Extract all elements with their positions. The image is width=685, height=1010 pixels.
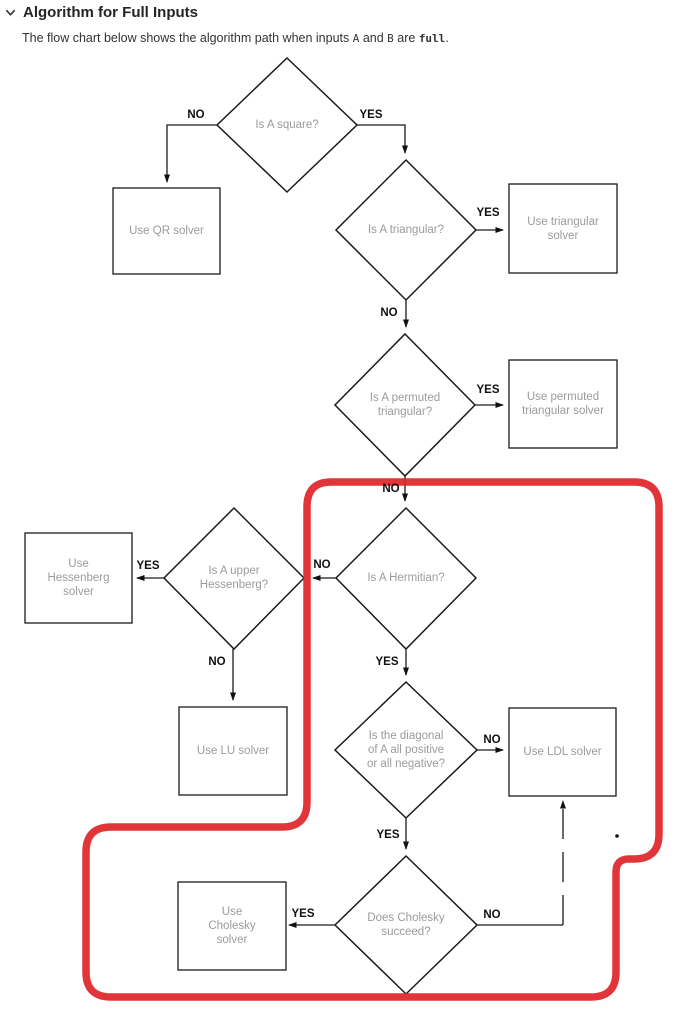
box-lu-shape xyxy=(178,706,288,796)
intro-part4: . xyxy=(445,31,449,45)
chevron-down-icon xyxy=(6,9,15,16)
diamond-permuted-shape xyxy=(333,332,477,478)
box-ldl-shape xyxy=(508,707,617,797)
intro-part1: The flow chart below shows the algorithm… xyxy=(22,31,353,45)
red-highlight-annotation xyxy=(82,478,663,1001)
section-title: Algorithm for Full Inputs xyxy=(23,4,198,21)
box-qr-shape xyxy=(112,187,221,275)
connector-square-yes xyxy=(357,124,408,154)
intro-text: The flow chart below shows the algorithm… xyxy=(22,31,449,45)
box-permuted-shape xyxy=(508,359,618,449)
diamond-diagonal-shape xyxy=(333,680,479,820)
box-cholesky-shape xyxy=(177,881,287,971)
diamond-hessenberg-shape xyxy=(162,506,306,651)
box-hessenberg-shape xyxy=(24,532,133,624)
box-triangular-shape xyxy=(508,183,618,274)
intro-part3: are xyxy=(393,31,419,45)
diamond-triangular-shape xyxy=(334,158,478,302)
diamond-hermitian-shape xyxy=(334,506,478,651)
diamond-cholesky-shape xyxy=(333,854,479,996)
collapsible-section-header[interactable]: Algorithm for Full Inputs xyxy=(5,4,198,21)
code-var-a: A xyxy=(352,32,360,45)
annotation-dot xyxy=(615,834,619,838)
code-full: full xyxy=(418,32,446,45)
intro-part2: and xyxy=(359,31,388,45)
diamond-square-shape xyxy=(215,56,359,194)
connector-square-no xyxy=(164,124,218,183)
code-var-b: B xyxy=(387,32,394,45)
